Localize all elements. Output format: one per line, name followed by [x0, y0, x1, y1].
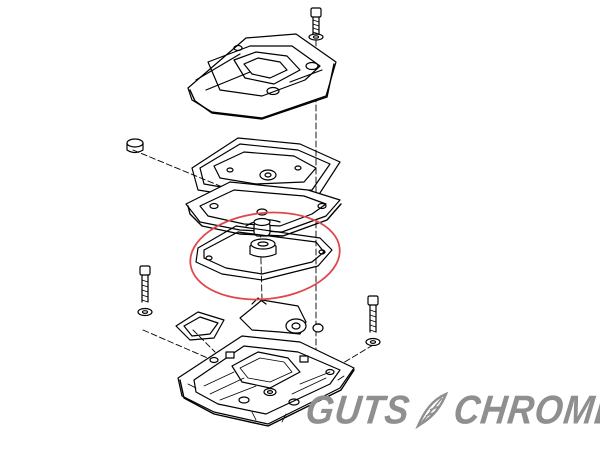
watermark-word-guts: GUTS: [303, 386, 413, 433]
highlighted-gasket: [195, 225, 333, 281]
cover-gasket-upper: [191, 137, 341, 199]
top-screw: [308, 7, 324, 41]
small-square-gasket: [175, 311, 225, 341]
rocker-housing: [177, 335, 355, 427]
feather-icon: [415, 391, 449, 430]
right-bolt: [365, 295, 381, 347]
highlight-ellipse: [189, 211, 341, 301]
breather-assembly: [239, 297, 324, 335]
rocker-cover-middle: [185, 181, 342, 237]
leader-lines: [132, 39, 374, 401]
left-bolt: [137, 265, 153, 317]
breather-plug: [126, 138, 144, 154]
watermark-logo: GUTS CHROME: [303, 386, 600, 433]
watermark-word-chrome: CHROME: [451, 386, 600, 433]
rocker-cover-top: [187, 33, 337, 120]
